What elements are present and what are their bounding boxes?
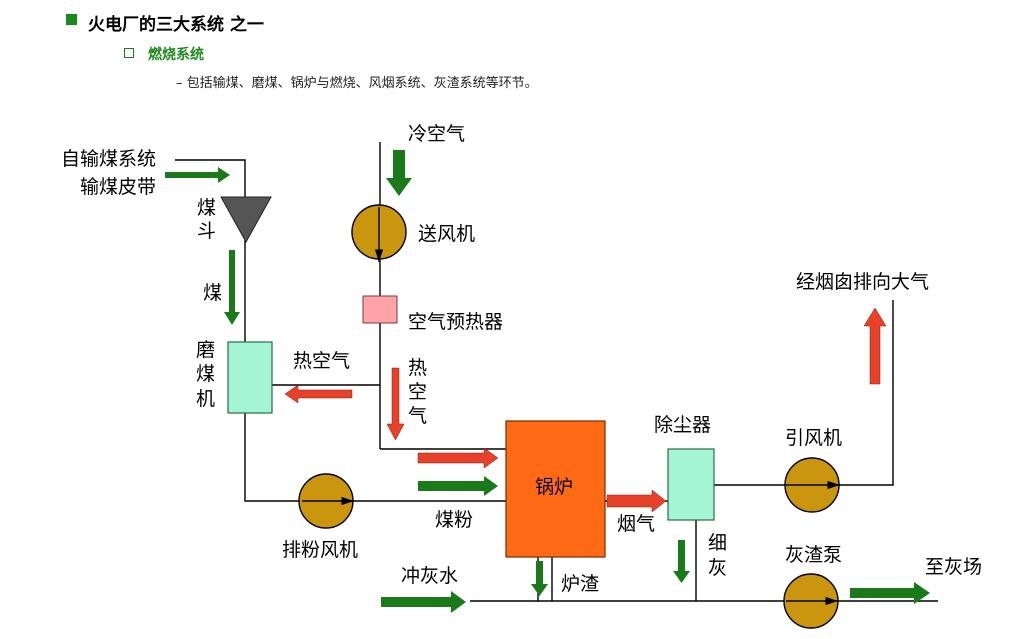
label-fd-fan: 送风机 (418, 223, 475, 245)
pulverized-coal-arrow-icon (418, 476, 498, 496)
hot-air-to-mill-arrow-icon (284, 384, 353, 404)
label-chimney: 经烟囱排向大气 (796, 271, 929, 293)
label-pulverized-coal: 煤粉 (435, 509, 473, 531)
label-hot-air-v2: 空 (408, 381, 427, 403)
coal-down-arrow-icon (224, 250, 240, 325)
boiler (505, 420, 606, 558)
label-air-preheater: 空气预热器 (408, 311, 503, 333)
coal-hopper (220, 196, 272, 244)
fd-fan (351, 204, 407, 262)
label-hopper-2: 斗 (197, 220, 216, 242)
label-hot-air-v1: 热 (408, 357, 427, 379)
flush-water-arrow-icon (381, 591, 466, 613)
label-furnace-slag: 炉渣 (561, 573, 599, 595)
green-square-bullet-icon (66, 14, 77, 25)
label-hopper-1: 煤 (197, 197, 216, 219)
slide-description: – 包括输煤、磨煤、锅炉与燃烧、风烟系统、灰渣系统等环节。 (176, 76, 538, 91)
hot-air-down-arrow-icon (386, 367, 405, 441)
hot-air-to-boiler-arrow-icon (417, 447, 499, 469)
label-exhaust-fan: 排粉风机 (282, 539, 358, 561)
label-boiler: 锅炉 (535, 476, 573, 498)
label-coal: 煤 (203, 282, 222, 304)
label-cold-air: 冷空气 (408, 123, 465, 145)
flue-gas-arrow-icon (606, 489, 667, 513)
label-fine-ash-1: 细 (708, 532, 727, 554)
label-mill-3: 机 (196, 388, 215, 410)
pipe-coal-feed (175, 159, 246, 200)
label-coal-belt: 输煤皮带 (80, 176, 156, 198)
label-mill-1: 磨 (196, 339, 215, 361)
label-coal-source: 自输煤系统 (61, 148, 156, 170)
slide-header: 火电厂的三大系统 之一 燃烧系统 – 包括输煤、磨煤、锅炉与燃烧、风烟系统、灰渣… (0, 0, 1020, 100)
slag-pump (783, 573, 839, 629)
slag-down-arrow-icon (531, 561, 548, 596)
label-dust-collector: 除尘器 (654, 414, 711, 436)
coal-feed-arrow-icon (165, 167, 230, 183)
pipe-flue-to-chimney (713, 300, 894, 486)
exhaust-fan (298, 473, 354, 529)
label-mill-2: 煤 (196, 363, 215, 385)
label-flush-water: 冲灰水 (401, 565, 458, 587)
to-ash-yard-arrow-icon (850, 582, 930, 604)
label-hot-air-v3: 气 (408, 405, 427, 427)
chimney-up-arrow-icon (863, 307, 887, 385)
dust-collector (667, 448, 715, 521)
label-to-ash-yard: 至灰场 (925, 556, 982, 578)
fine-ash-down-arrow-icon (673, 540, 690, 583)
pipe-mill-to-boiler (244, 412, 506, 502)
label-hot-air: 热空气 (293, 350, 350, 372)
label-flue-gas: 烟气 (617, 513, 655, 535)
air-preheater (362, 295, 398, 324)
label-fine-ash-2: 灰 (708, 557, 727, 579)
coal-mill (227, 341, 273, 414)
label-slag-pump: 灰渣泵 (785, 544, 842, 566)
slide-title: 火电厂的三大系统 之一 (88, 15, 264, 35)
label-id-fan: 引风机 (785, 427, 842, 449)
cold-air-arrow-icon (386, 150, 412, 196)
hollow-square-bullet-icon (124, 48, 134, 58)
slide-subtitle: 燃烧系统 (148, 47, 204, 63)
id-fan (784, 457, 840, 513)
